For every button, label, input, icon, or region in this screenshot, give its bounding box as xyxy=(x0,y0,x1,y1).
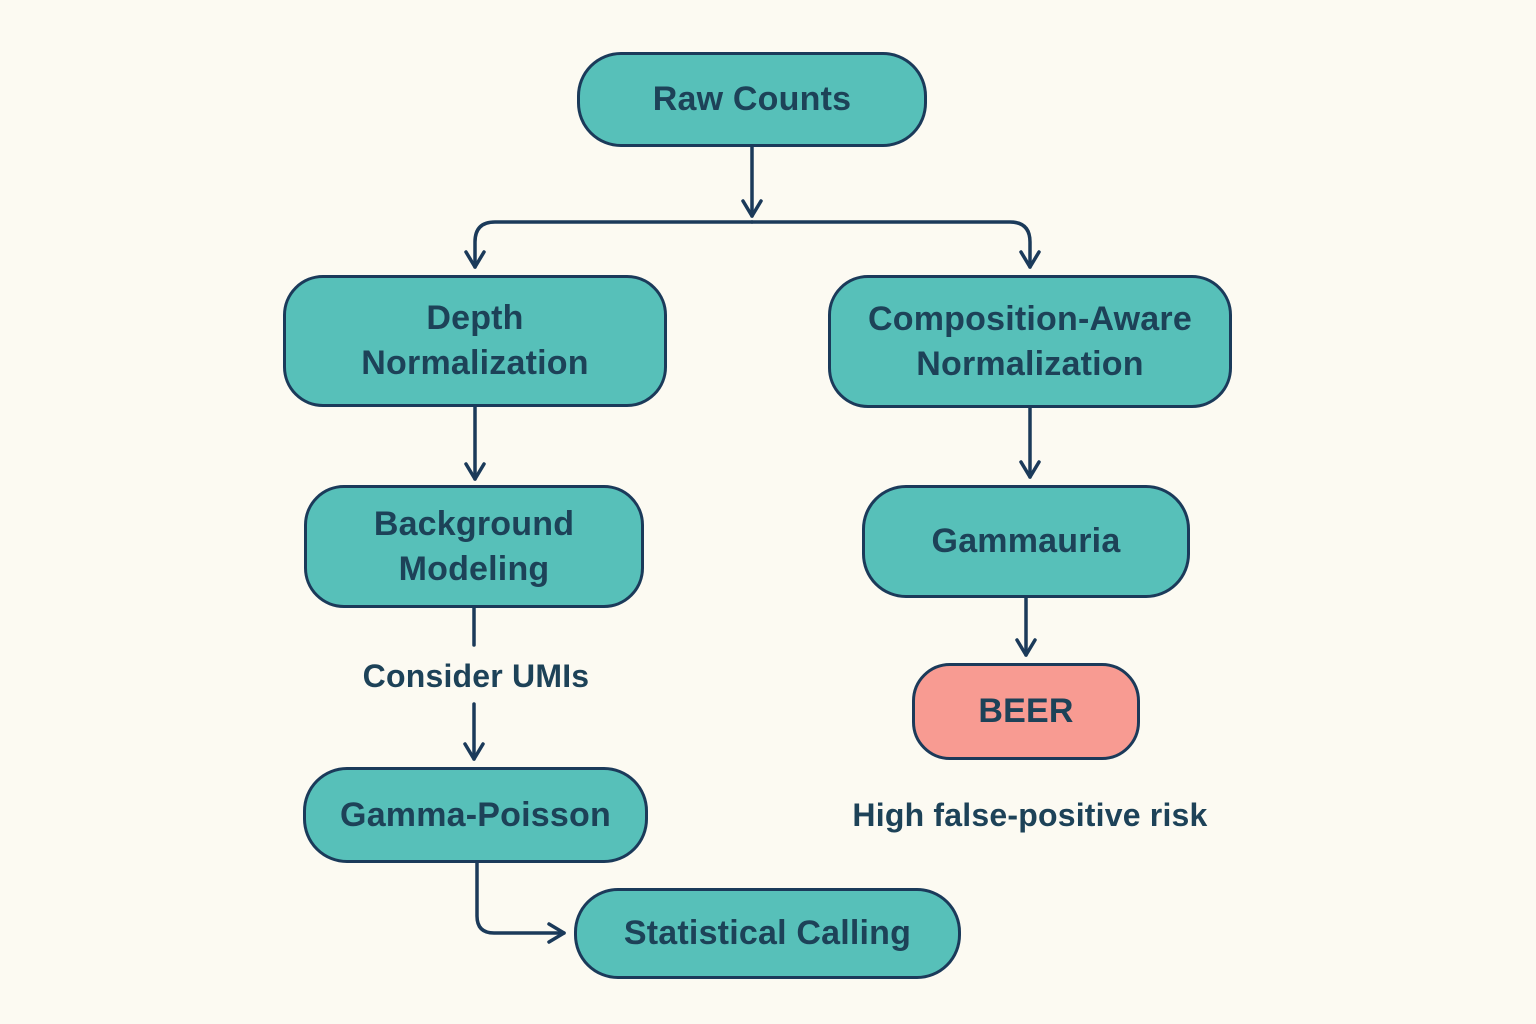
annotation-high-false-positive-risk: High false-positive risk xyxy=(852,796,1208,833)
edge-label-consider-umis: Consider UMIs xyxy=(362,657,590,694)
node-gammauria-label: Gammauria xyxy=(931,522,1121,561)
node-composition-aware-normalization-label: Composition-Aware Normalization xyxy=(868,299,1192,383)
node-background-modeling: Background Modeling xyxy=(304,485,644,608)
node-raw-counts: Raw Counts xyxy=(577,52,927,147)
node-statistical-calling: Statistical Calling xyxy=(574,888,961,979)
node-depth-normalization: Depth Normalization xyxy=(283,275,667,407)
node-beer-label: BEER xyxy=(978,692,1074,731)
node-raw-counts-label: Raw Counts xyxy=(652,80,852,119)
node-background-modeling-label: Background Modeling xyxy=(373,504,575,588)
node-composition-aware-normalization: Composition-Aware Normalization xyxy=(828,275,1232,408)
node-beer: BEER xyxy=(912,663,1140,760)
node-depth-normalization-label: Depth Normalization xyxy=(361,299,589,382)
node-gamma-poisson: Gamma-Poisson xyxy=(303,767,648,863)
node-gamma-poisson-label: Gamma-Poisson xyxy=(340,795,611,834)
connector-split-to-depth-normalization xyxy=(464,220,754,269)
node-gammauria: Gammauria xyxy=(862,485,1190,598)
node-statistical-calling-label: Statistical Calling xyxy=(623,914,912,953)
connector-gamma-poisson-to-statistical-calling xyxy=(475,861,566,944)
connector-split-to-composition-aware xyxy=(750,220,1041,269)
